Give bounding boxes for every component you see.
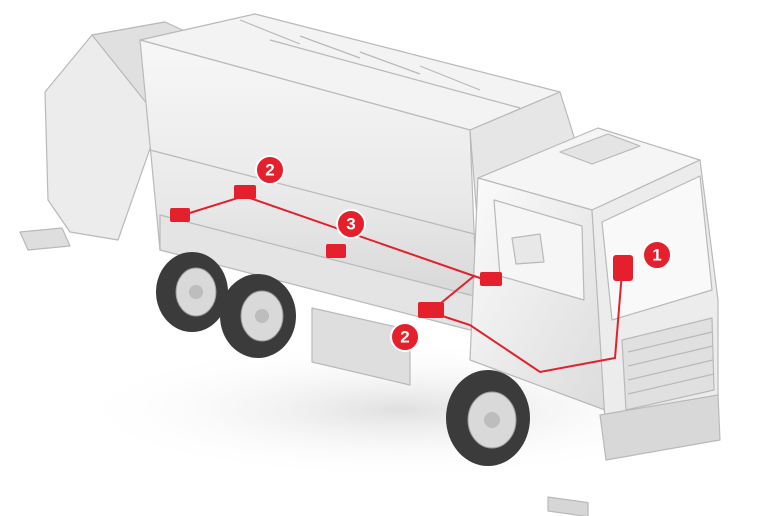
callout-2-lower: 2 bbox=[390, 322, 420, 352]
callout-2-lower-label: 2 bbox=[400, 328, 409, 347]
callout-2-rear-label: 2 bbox=[265, 161, 274, 180]
harness-cable-branch bbox=[429, 271, 623, 374]
module-center bbox=[326, 244, 346, 258]
cab-step bbox=[547, 496, 589, 516]
module-cab bbox=[613, 255, 633, 281]
roof-hatch bbox=[559, 133, 641, 165]
front-wheel bbox=[446, 370, 530, 466]
fuel-tank bbox=[311, 307, 411, 386]
callout-2-rear: 2 bbox=[255, 155, 285, 185]
module-rear-left bbox=[170, 208, 190, 222]
tank-line bbox=[149, 149, 479, 236]
rear-step bbox=[19, 227, 71, 251]
module-mid-right bbox=[480, 272, 502, 286]
callout-1-label: 1 bbox=[652, 246, 661, 265]
callout-3-label: 3 bbox=[346, 215, 355, 234]
module-lower bbox=[418, 302, 444, 318]
rear-wheel-1 bbox=[156, 252, 228, 332]
module-rear-top bbox=[234, 185, 256, 199]
front-bumper bbox=[599, 394, 721, 461]
grille-lines bbox=[627, 331, 715, 395]
grille bbox=[621, 317, 715, 411]
rear-wheel-2 bbox=[220, 274, 296, 358]
callout-1: 1 bbox=[642, 240, 672, 270]
sensor-modules bbox=[170, 185, 633, 318]
mirror bbox=[511, 233, 545, 265]
truck-body bbox=[19, 13, 721, 516]
tank-ribs bbox=[239, 19, 521, 109]
callout-3: 3 bbox=[336, 209, 366, 239]
wheels bbox=[156, 252, 530, 466]
